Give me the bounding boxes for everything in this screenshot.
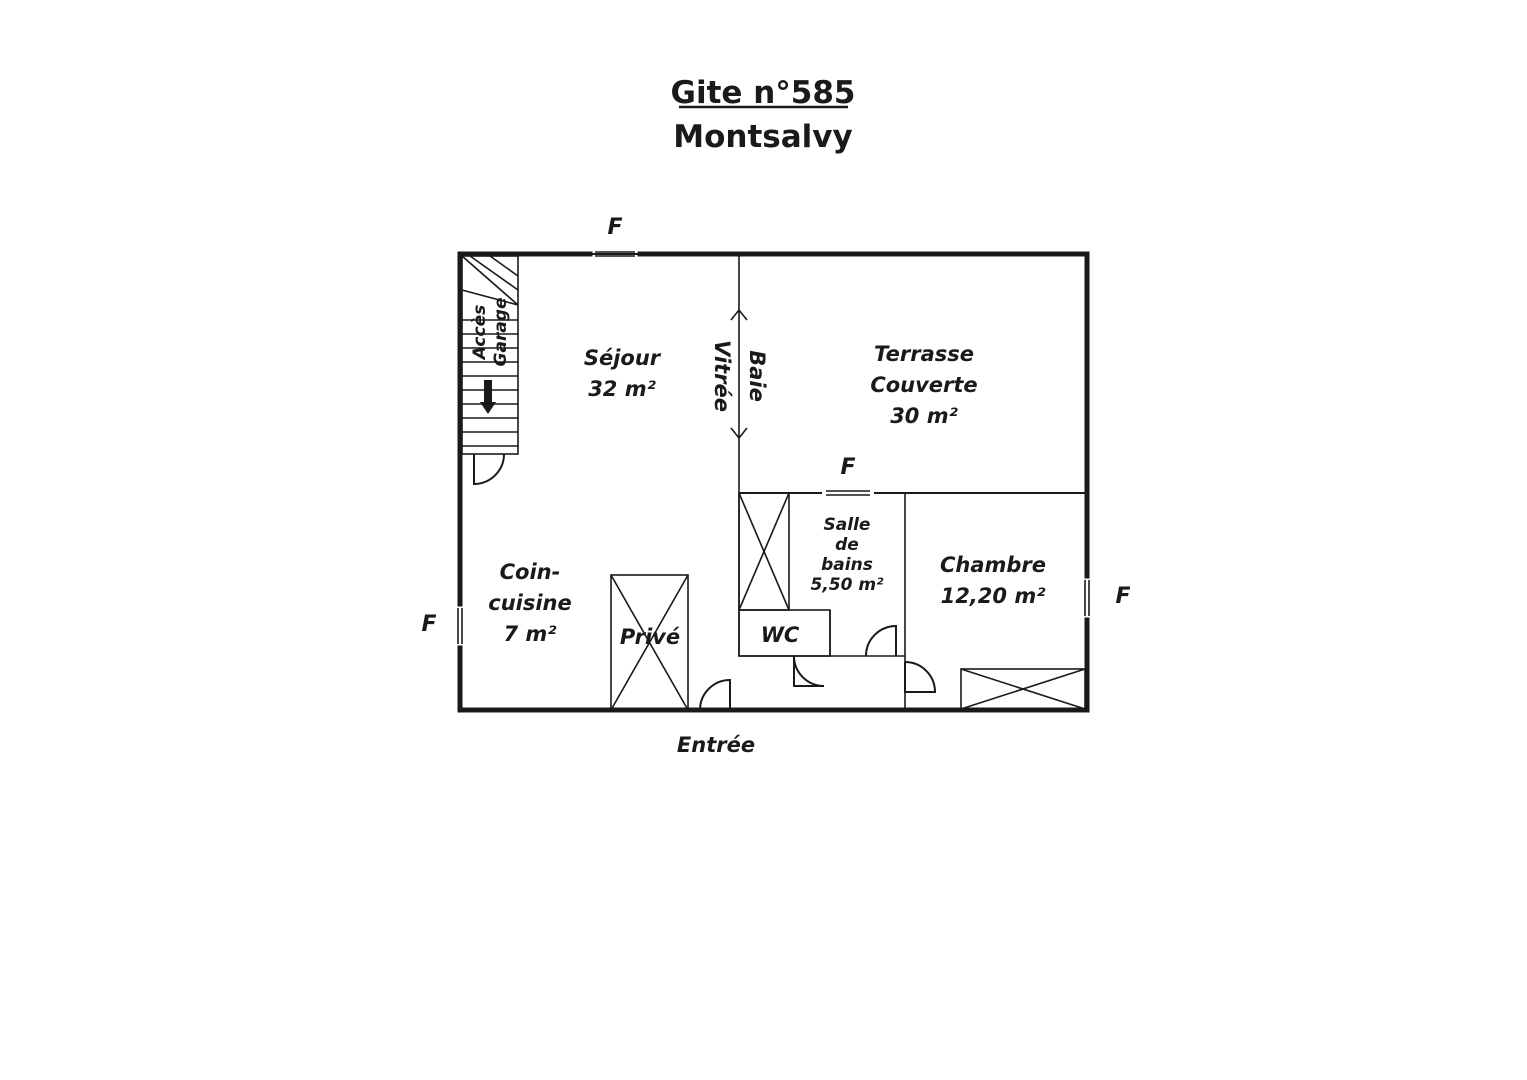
chambre-name: Chambre (940, 553, 1046, 577)
entree-label: Entrée (677, 733, 755, 757)
staircase (461, 255, 519, 455)
sdb-name-2: de (835, 535, 859, 555)
window-mark-top: F (607, 215, 622, 240)
windows (457, 251, 1090, 644)
wc-box (738, 609, 831, 657)
chambre-area: 12,20 m² (941, 584, 1047, 608)
plan-title: Gite n°585 (671, 75, 856, 111)
acces-label: Accès (470, 305, 490, 361)
cuisine-name-2: cuisine (488, 591, 572, 615)
terrasse-area: 30 m² (890, 404, 958, 428)
window-mark-right: F (1115, 584, 1130, 609)
sejour-area: 32 m² (588, 377, 656, 401)
sdb-name-1: Salle (824, 515, 871, 535)
cuisine-name-1: Coin- (500, 560, 561, 584)
outer-walls (457, 251, 1090, 713)
window-mark-left: F (421, 612, 436, 637)
terrasse-name-1: Terrasse (874, 342, 974, 366)
stair-down-arrow-icon (480, 380, 496, 414)
garage-label: Garage (491, 298, 511, 367)
terrasse-name-2: Couverte (870, 373, 977, 397)
baie-vitree-arrow-icon (730, 308, 748, 440)
sdb-closet (738, 492, 790, 611)
baie-label: Baie (745, 350, 769, 402)
prive-room (610, 574, 689, 711)
sdb-area: 5,50 m² (810, 575, 884, 595)
cuisine-area: 7 m² (503, 622, 557, 646)
plan-subtitle: Montsalvy (673, 119, 852, 155)
doors (473, 453, 937, 711)
wc-label: WC (761, 623, 800, 647)
window-mark-inner: F (840, 455, 855, 480)
prive-label: Privé (620, 625, 680, 649)
vitree-label: Vitrée (710, 340, 734, 412)
sdb-name-3: bains (821, 555, 873, 575)
chambre-closet (960, 668, 1086, 710)
sejour-name: Séjour (584, 346, 662, 370)
